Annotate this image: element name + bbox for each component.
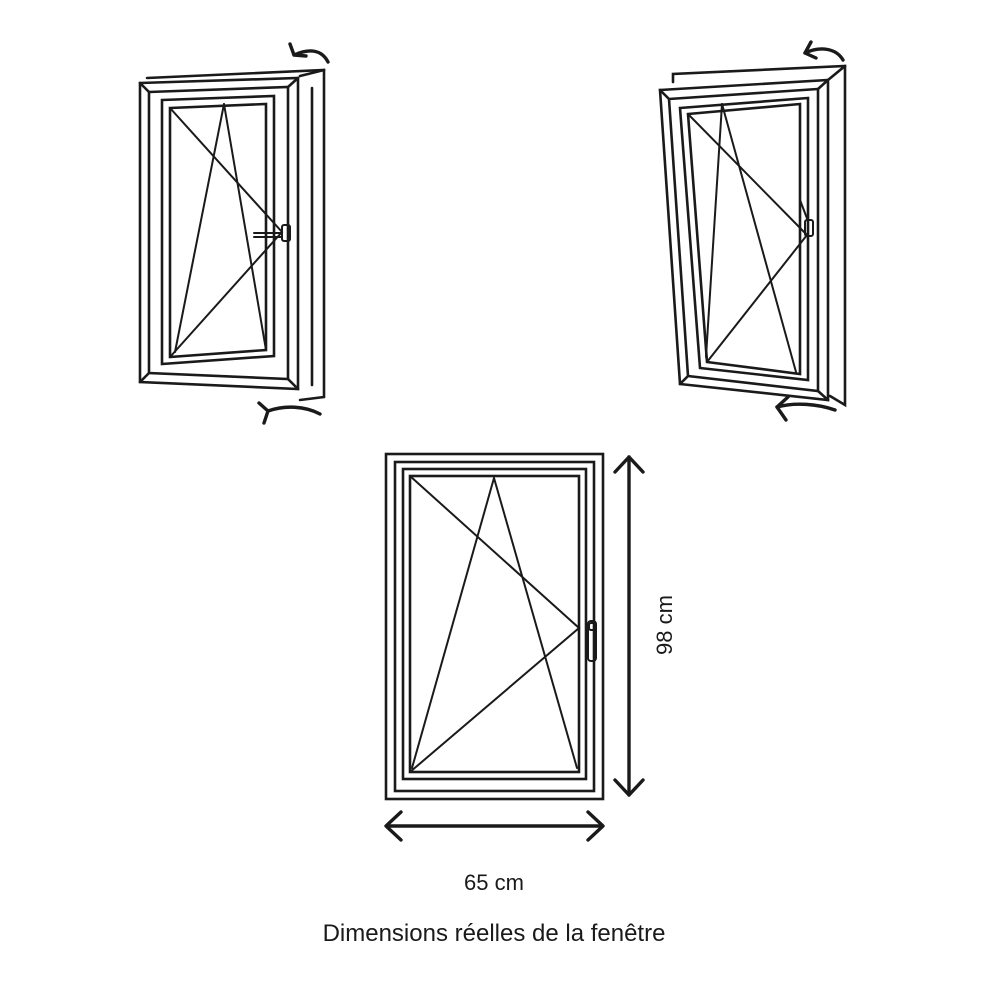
rotate-arrow-icon [257, 401, 322, 425]
window-handle-icon [253, 224, 291, 242]
width-dimension-label: 65 cm [464, 870, 524, 895]
rotate-arrow-icon [775, 395, 837, 422]
opening-symbol-lines [409, 475, 581, 773]
window-frame-back [145, 68, 326, 402]
window-sash [658, 78, 830, 402]
window-sash [138, 76, 300, 391]
front-view-window: 98 cm 65 cm [384, 452, 677, 895]
turn-open-window [658, 40, 847, 422]
diagram-caption: Dimensions réelles de la fenêtre [323, 920, 666, 947]
window-handle-icon [799, 199, 814, 237]
window-frame-back [671, 64, 847, 408]
width-dimension-arrow [384, 810, 605, 842]
height-dimension-arrow [613, 455, 645, 797]
window-handle-icon [587, 620, 597, 662]
rotate-arrow-icon [803, 40, 845, 62]
height-dimension-label: 98 cm [652, 595, 677, 655]
window-glass [678, 96, 810, 382]
window-sash [401, 467, 588, 781]
tilt-open-window [138, 42, 330, 425]
rotate-arrow-icon [288, 42, 330, 64]
